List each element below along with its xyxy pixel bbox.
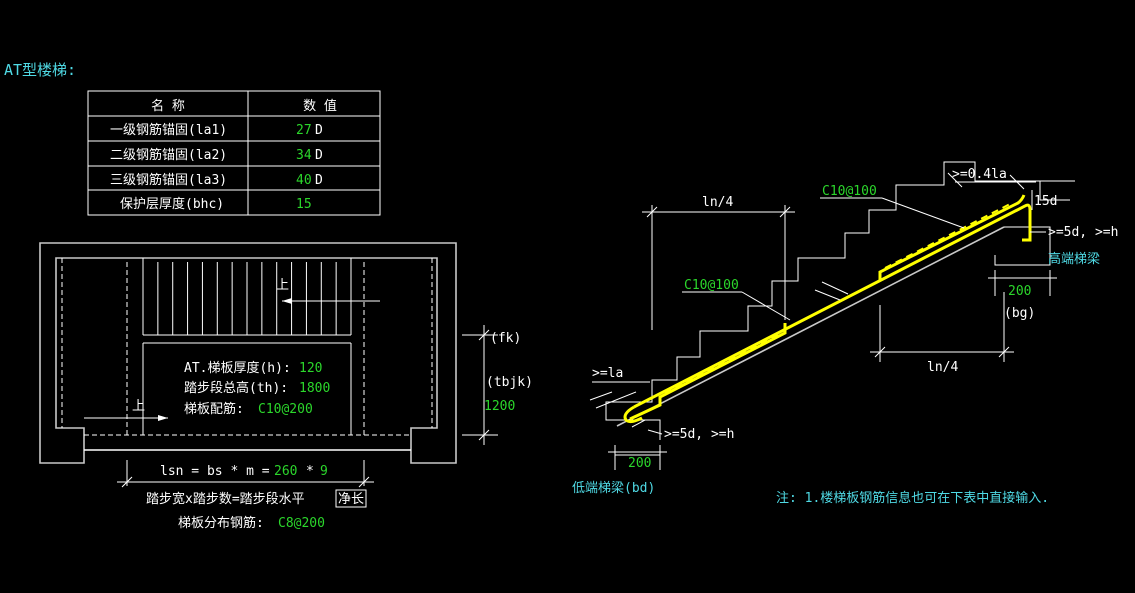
rebar-top-label[interactable]: C10@100	[822, 184, 877, 199]
leader-line	[647, 429, 663, 435]
times-sign: *	[306, 464, 314, 479]
high-beam-label: 高端梯梁	[1048, 251, 1100, 267]
high-beam-top	[1039, 181, 1070, 201]
top-rebar-high	[878, 194, 1026, 281]
dimension-tick	[874, 346, 886, 358]
low-beam-width[interactable]: 200	[628, 456, 651, 471]
step-height-label: 踏步段总高(th):	[184, 380, 288, 396]
rebar-mid-label[interactable]: C10@100	[684, 278, 739, 293]
slab-end	[631, 419, 646, 428]
high-beam	[994, 226, 1051, 266]
dimension-tick	[998, 346, 1010, 358]
dimension-tick	[358, 476, 370, 488]
dimension-tick	[478, 329, 490, 341]
table-header-name: 名 称	[151, 98, 185, 114]
bottom-main-rebar	[633, 203, 1032, 409]
up-label: 上	[132, 399, 145, 414]
stair-section-view: ln/4 ln/4 C10@100 C10@100 >=0.4la 15d >=…	[572, 161, 1118, 496]
note-text: 注: 1.楼梯板钢筋信息也可在下表中直接输入.	[776, 490, 1049, 506]
m-value[interactable]: 9	[320, 464, 328, 479]
la-label: >=la	[592, 366, 623, 381]
ln4-bottom-label: ln/4	[927, 360, 958, 375]
caption-boxed: 净长	[338, 492, 364, 507]
caption-main: 踏步宽x踏步数=踏步段水平	[146, 491, 305, 507]
anchor-tick	[947, 172, 963, 188]
break-mark	[814, 289, 841, 301]
bg-label: (bg)	[1004, 306, 1035, 321]
thickness-value[interactable]: 120	[299, 361, 322, 376]
table-border	[87, 90, 381, 216]
dimension-tick	[478, 429, 490, 441]
low-beam-label: 低端梯梁(bd)	[572, 481, 655, 496]
dist-label: 梯板分布钢筋:	[178, 515, 264, 531]
la-dim-line	[595, 391, 637, 409]
stair-plan-view: 上 上 AT.梯板厚度(h): 120 踏步段总高(th): 1800 梯板配筋…	[39, 242, 533, 531]
high-beam-width[interactable]: 200	[1008, 284, 1031, 299]
table-row[interactable]: 二级钢筋锚固(la2) 34 D	[110, 147, 323, 163]
parameter-table: 名 称 数 值 一级钢筋锚固(la1) 27 D 二级钢筋锚固(la2) 34 …	[87, 90, 381, 216]
row-value-input[interactable]: 40	[296, 173, 312, 188]
row-name: 一级钢筋锚固(la1)	[110, 122, 227, 138]
outer-wall	[39, 242, 457, 464]
row-unit: D	[315, 123, 323, 138]
table-row[interactable]: 一级钢筋锚固(la1) 27 D	[110, 122, 323, 138]
ln4-top-label: ln/4	[702, 195, 733, 210]
rebar-label: 梯板配筋:	[184, 401, 244, 417]
arrow-head-icon	[282, 298, 292, 304]
dimension-tick	[779, 206, 791, 218]
bottom-hook	[623, 405, 643, 424]
bottom-5d-label: >=5d, >=h	[664, 427, 734, 442]
dimension-tick	[121, 476, 133, 488]
step-profile	[605, 161, 1075, 412]
lsn-formula: lsn = bs * m =	[160, 464, 270, 479]
tbjk-label: (tbjk)	[486, 375, 533, 390]
rebar-value[interactable]: C10@200	[258, 402, 313, 417]
page-title: AT型楼梯:	[4, 61, 76, 79]
tbjk-value[interactable]: 1200	[484, 399, 515, 414]
anchor-top-label: >=0.4la	[952, 167, 1007, 182]
dist-value[interactable]: C8@200	[278, 516, 325, 531]
caption-box	[335, 489, 367, 508]
break-mark	[821, 281, 849, 295]
arrow-head-icon	[158, 415, 168, 421]
row-name: 二级钢筋锚固(la2)	[110, 147, 227, 163]
row-name: 保护层厚度(bhc)	[120, 196, 224, 212]
up-label: 上	[276, 278, 289, 293]
distribution-rebar	[664, 333, 781, 394]
top-5d-label: >=5d, >=h	[1048, 225, 1118, 240]
stair-treads	[157, 262, 337, 335]
row-unit: D	[315, 173, 323, 188]
row-name: 三级钢筋锚固(la3)	[110, 172, 227, 188]
hook-15d-label: 15d	[1034, 194, 1057, 209]
fk-label: (fk)	[490, 331, 521, 346]
table-row[interactable]: 保护层厚度(bhc) 15	[120, 196, 312, 212]
leader-line	[741, 291, 791, 321]
top-rebar-low	[629, 323, 787, 421]
row-value-input[interactable]: 27	[296, 123, 312, 138]
leader-line	[881, 197, 965, 229]
step-height-value[interactable]: 1800	[299, 381, 330, 396]
table-header-value: 数 值	[303, 98, 337, 114]
distribution-rebar	[884, 202, 1013, 269]
row-value-input[interactable]: 15	[296, 197, 312, 212]
slab-soffit	[616, 226, 1005, 427]
la-dim-line	[589, 391, 613, 401]
row-value-input[interactable]: 34	[296, 148, 312, 163]
bs-value[interactable]: 260	[274, 464, 297, 479]
row-unit: D	[315, 148, 323, 163]
dimension-tick	[646, 206, 658, 218]
table-row[interactable]: 三级钢筋锚固(la3) 40 D	[110, 172, 323, 188]
thickness-label: AT.梯板厚度(h):	[184, 360, 291, 376]
